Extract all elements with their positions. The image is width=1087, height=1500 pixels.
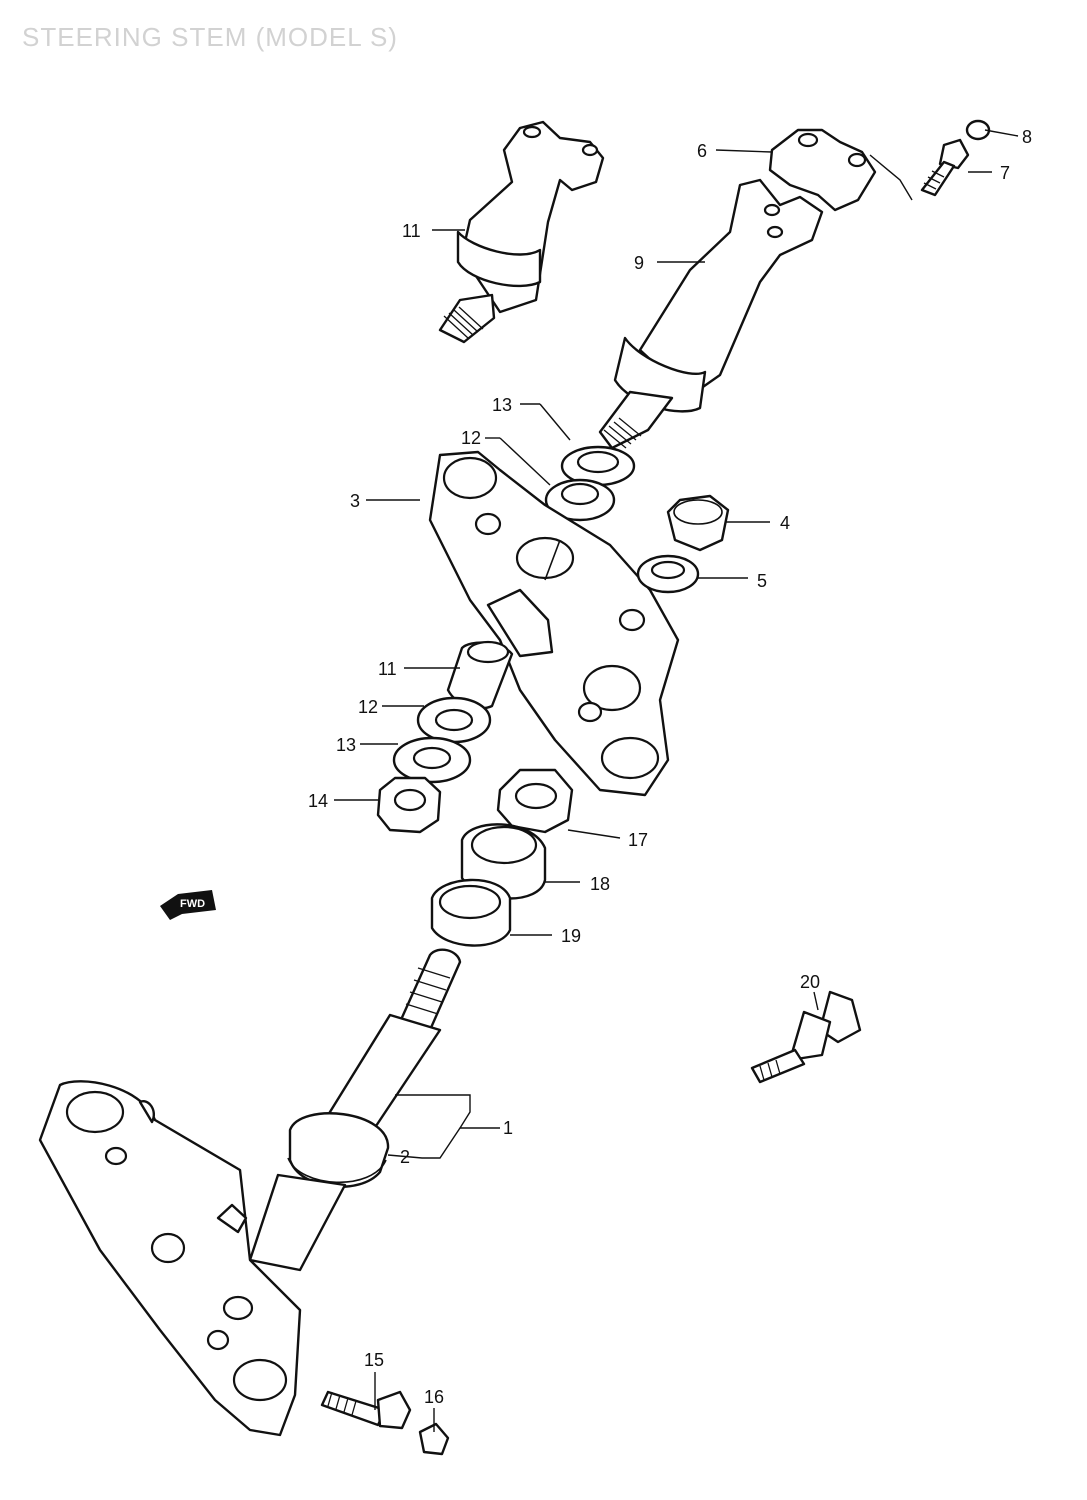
callout-17: 17 [628,830,648,850]
callout-7: 7 [1000,163,1010,183]
callout-13-lower: 13 [336,735,356,755]
part-4-cap-nut [666,494,730,552]
leader-lines [334,129,1019,1432]
callout-labels: 11 9 6 7 8 13 12 3 4 5 11 12 13 14 17 18… [308,127,1032,1407]
part-5-washer [636,554,700,594]
part-13-upper-washer [560,445,636,487]
part-10-left-handlebar [438,120,605,344]
callout-6: 6 [697,141,707,161]
callout-1: 1 [503,1118,513,1138]
callout-19: 19 [561,926,581,946]
callout-2: 2 [400,1147,410,1167]
part-20-adjuster [750,990,862,1084]
part-3-upper-bracket [428,450,680,797]
part-14-nut [376,776,442,834]
callout-20: 20 [800,972,820,992]
callout-16: 16 [424,1387,444,1407]
callout-13-upper: 13 [492,395,512,415]
part-17-steering-nut [496,768,574,834]
callout-3: 3 [350,491,360,511]
forward-direction-badge: FWD [160,890,216,920]
callout-14: 14 [308,791,328,811]
callout-15: 15 [364,1350,384,1370]
part-15-pinch-bolt [320,1390,412,1430]
fwd-text: FWD [180,898,205,910]
part-8-cap [965,119,991,141]
part-7-clamp-bolt [920,138,970,197]
callout-9: 9 [634,253,644,273]
callout-12-lower: 12 [358,697,378,717]
part-13-lower-washer [392,736,472,784]
callout-18: 18 [590,874,610,894]
callout-5: 5 [757,571,767,591]
part-2-dust-seal [287,1157,387,1184]
part-1-steering-stem [38,948,462,1437]
part-6-handlebar-clamp [768,128,913,212]
callout-10: 11 [402,221,421,241]
callout-12-upper: 12 [461,428,481,448]
part-19-bearing [430,878,512,947]
part-9-right-handlebar [598,178,824,450]
part-12-lower-washer [416,696,492,744]
callout-11: 11 [378,659,397,679]
callout-4: 4 [780,513,790,533]
part-12-upper-washer [544,478,616,522]
page-title: STEERING STEM (MODEL S) [22,22,398,52]
callout-8: 8 [1022,127,1032,147]
